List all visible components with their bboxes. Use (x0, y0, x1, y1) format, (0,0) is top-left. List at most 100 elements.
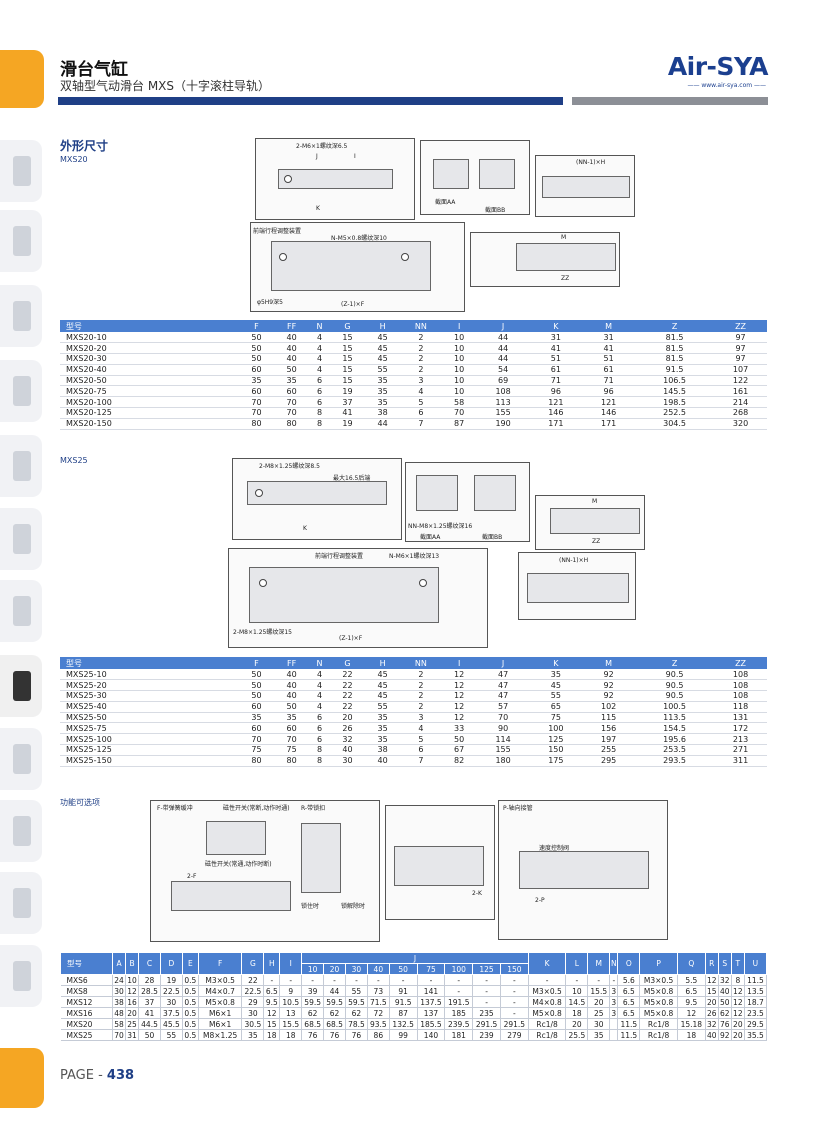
mxs25-top-body (247, 481, 387, 505)
sidebar-tab-valve[interactable] (0, 285, 42, 347)
table-cell: 100 (529, 722, 583, 735)
table-cell: 10 (441, 353, 477, 365)
table-cell: 35 (241, 1029, 265, 1041)
table-cell: - (472, 985, 501, 997)
table-cell: MXS8 (60, 985, 113, 997)
table-cell: 3 (400, 375, 442, 387)
table-cell: 4 (400, 385, 442, 398)
table-cell: 115 (582, 712, 636, 724)
table-cell: 60 (238, 701, 275, 713)
table-cell: 35 (365, 375, 401, 387)
table-cell: 35 (529, 669, 583, 681)
table-cell: 45 (365, 332, 401, 344)
table-cell: 121 (582, 396, 636, 409)
table-cell: 41 (529, 342, 583, 355)
col-header: 型号 (60, 952, 113, 975)
table-cell: 2 (400, 342, 442, 355)
table-cell: MXS25-150 (60, 755, 239, 767)
sidebar-tab-gripper[interactable] (0, 728, 42, 790)
col-header: D (159, 952, 183, 975)
table-cell: 4 (309, 669, 330, 681)
sidebar-tab-fitting[interactable] (0, 360, 42, 422)
table-cell: 31 (529, 332, 583, 344)
table-cell: 255 (582, 744, 636, 756)
mxs20-front-view: 前端行程调整装置 N-M5×0.8螺纹深10 φ5H9深5 (Z-1)×F (250, 222, 465, 312)
sidebar-tab-elbow[interactable] (0, 800, 42, 862)
table-cell: 121 (529, 396, 583, 409)
table-cell: 10 (441, 364, 477, 376)
table-cell: MXS20-50 (60, 375, 239, 387)
table-cell: 6.5 (676, 985, 706, 997)
table-cell: 41 (138, 1007, 161, 1019)
sidebar-tab-cylinder[interactable] (0, 655, 42, 717)
table-cell: 26 (329, 722, 366, 735)
mxs20-section-view: 截面AA 截面BB (420, 140, 530, 215)
mxs20-front-hole-2 (401, 253, 409, 261)
table-cell: 61 (582, 364, 636, 376)
sidebar-tab-lubricator[interactable] (0, 210, 42, 272)
table-cell: 2 (400, 679, 442, 692)
table-cell: 4 (309, 364, 330, 376)
sidebar-tab-solenoid[interactable] (0, 435, 42, 497)
table-cell: 155 (476, 407, 530, 419)
col-header: N (309, 657, 330, 669)
option-label-unlocked: 锁解除时 (341, 903, 366, 910)
table-cell: 92 (582, 690, 636, 702)
table-cell: 198.5 (635, 396, 715, 409)
sidebar-tab-manifold[interactable] (0, 508, 42, 570)
table-cell: 38 (365, 407, 401, 419)
col-header: H (365, 657, 401, 669)
sidebar-tab-actuator[interactable] (0, 580, 42, 642)
table-cell: 40 (274, 332, 310, 344)
table-cell: 40 (365, 755, 401, 767)
table-cell: 172 (714, 722, 767, 735)
table-cell: - (472, 974, 501, 986)
table-cell: 146 (529, 407, 583, 419)
mxs25-top-view: 2-M8×1.25螺纹深8.5 最大16.5后端 K (232, 458, 402, 540)
valve-icon (13, 301, 31, 331)
col-header: 型号 (60, 320, 239, 332)
table-cell: - (444, 974, 474, 986)
table-cell: 191.5 (444, 996, 474, 1008)
sidebar-tab-filter[interactable] (0, 140, 42, 202)
table-cell: 93.5 (366, 1018, 390, 1030)
table-cell: 12 (704, 974, 719, 986)
table-cell: 30 (111, 985, 127, 997)
table-cell: 108 (714, 690, 767, 702)
table-cell: 6 (400, 744, 442, 756)
table-cell: MXS25-40 (60, 701, 239, 713)
table-cell: 31 (582, 332, 636, 344)
table-cell: 10 (441, 385, 477, 398)
table-cell: 20 (329, 712, 366, 724)
table-cell: 15 (263, 1018, 281, 1030)
page-number-value: 438 (106, 1068, 135, 1083)
table-cell: 45 (529, 679, 583, 692)
table-cell: 35 (587, 1029, 611, 1041)
col-header: M (587, 952, 611, 975)
table-cell: 3 (609, 1007, 619, 1019)
header-bar-gray (572, 97, 768, 105)
sidebar-tab-vacuum[interactable] (0, 872, 42, 934)
table-cell: 7 (400, 755, 442, 767)
table-cell: 51 (529, 353, 583, 365)
table-cell: 10 (125, 974, 140, 986)
table-cell: - (472, 996, 501, 1008)
table-cell: 40 (274, 353, 310, 365)
table-cell: 15 (329, 342, 366, 355)
table-cell: 13.5 (743, 985, 768, 997)
table-cell: 118 (714, 701, 767, 713)
table-cell: - (416, 974, 446, 986)
table-cell: Rc1/8 (527, 1018, 567, 1030)
sidebar-tab-accessory[interactable] (0, 945, 42, 1007)
table-cell: 68.5 (301, 1018, 325, 1030)
table-cell: 132.5 (388, 1018, 418, 1030)
table-cell: 87 (441, 418, 477, 430)
table-cell: 75 (274, 744, 310, 756)
table-cell: 0.5 (181, 1007, 199, 1019)
table-cell: 2 (400, 364, 442, 376)
col-header: O (617, 952, 641, 975)
